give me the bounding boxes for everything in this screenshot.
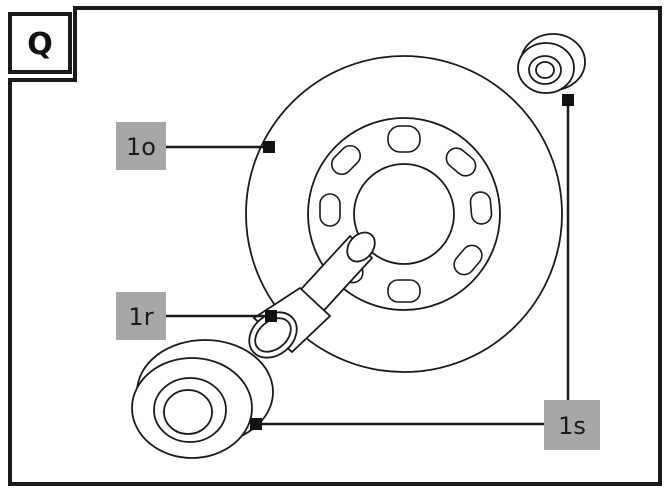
svg-text:1s: 1s bbox=[558, 412, 586, 440]
panel-letter-box: Q bbox=[8, 12, 72, 74]
bearing-large bbox=[131, 339, 274, 459]
panel-letter: Q bbox=[27, 27, 53, 62]
axle bbox=[248, 231, 376, 359]
label-bearing: 1s bbox=[544, 400, 600, 450]
pointer-bearing-large bbox=[250, 418, 262, 430]
bearing-small bbox=[517, 33, 586, 94]
label-axle: 1r bbox=[116, 292, 166, 340]
pointer-markers bbox=[250, 94, 574, 430]
pointer-axle bbox=[265, 310, 277, 322]
svg-text:1o: 1o bbox=[126, 133, 156, 161]
svg-text:1r: 1r bbox=[128, 303, 153, 331]
pointer-wheel bbox=[263, 141, 275, 153]
outer-frame bbox=[8, 6, 662, 486]
label-wheel: 1o bbox=[116, 122, 166, 170]
pointer-bearing-small bbox=[562, 94, 574, 106]
